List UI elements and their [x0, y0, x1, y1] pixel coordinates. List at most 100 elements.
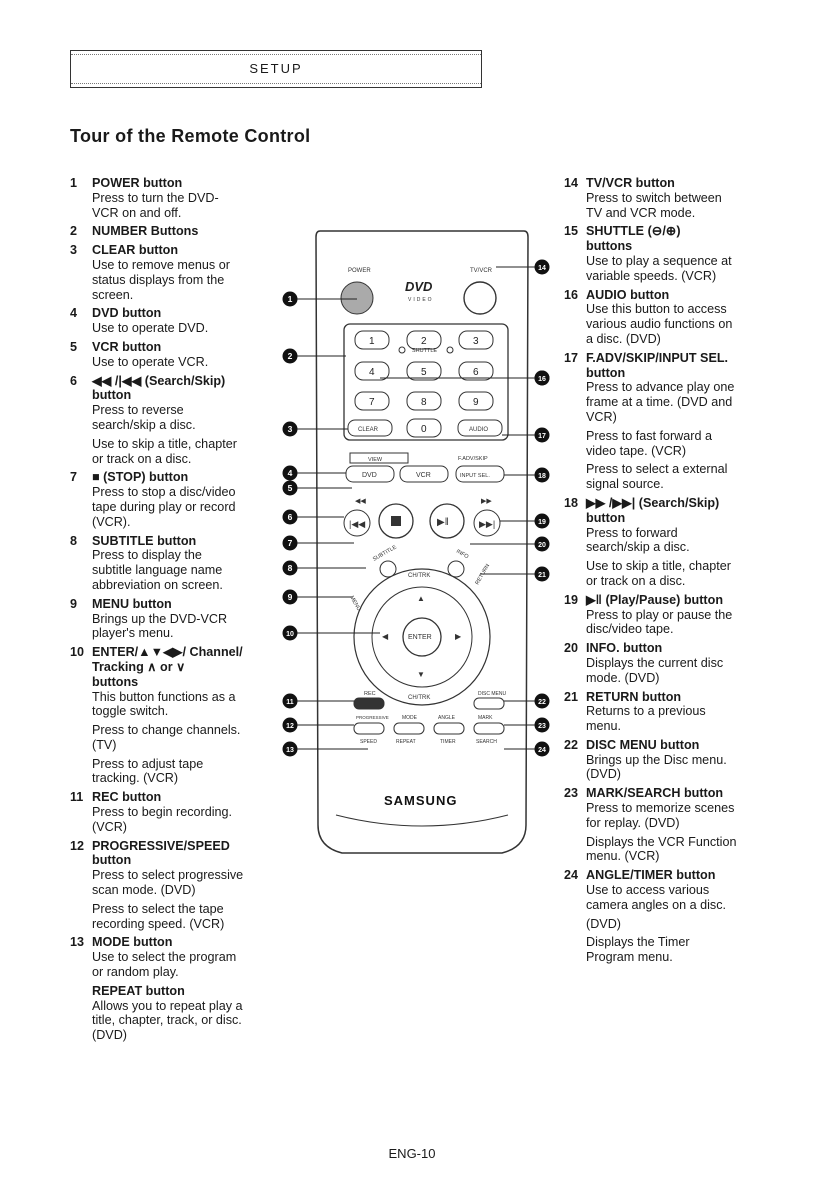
feature-description: disc/video tape. — [586, 622, 674, 637]
feature-description: Use to operate VCR. — [92, 354, 209, 369]
feature-description: Use to select the program — [92, 950, 237, 965]
feature-description: TV and VCR mode. — [586, 205, 696, 220]
feature-heading: PROGRESSIVE/SPEED — [92, 838, 230, 853]
shuttle-plus-icon — [446, 346, 454, 354]
feature-description: player's menu. — [92, 626, 174, 641]
feature-heading: AUDIO button — [586, 287, 670, 302]
rew-label-icon: ◀◀ — [355, 498, 366, 505]
feature-description: Allows you to repeat play a — [92, 998, 243, 1013]
number-key-0 — [406, 418, 442, 438]
number-key-2 — [406, 330, 442, 350]
stop-icon — [391, 516, 401, 526]
callout-badge — [534, 566, 550, 582]
feature-description: Press to select a external — [586, 462, 728, 477]
feature-description: screen. — [92, 287, 134, 302]
feature-description: a disc. (DVD) — [586, 331, 661, 346]
number-key-label: 3 — [473, 336, 479, 347]
feature-description: Brings up the Disc menu. — [586, 752, 727, 767]
callout-badge-label: 3 — [288, 424, 293, 434]
callout-badge-label: 13 — [286, 747, 294, 754]
feature-number: 18 — [564, 495, 579, 510]
callout-badge — [282, 348, 298, 364]
tvvcr-button — [463, 281, 497, 315]
dvd-mode-label: DVD — [362, 472, 377, 479]
feature-heading: TV/VCR button — [586, 176, 675, 190]
feature-description: Displays the Timer — [586, 935, 690, 950]
feature-description: menu. (VCR) — [586, 849, 660, 864]
callout-badge — [534, 717, 550, 733]
arrow-right-icon: ▶ — [455, 632, 462, 641]
callout-badge-label: 9 — [288, 592, 293, 602]
feature-description: menu. — [586, 719, 622, 734]
ch-bottom-label: CH/TRK — [408, 695, 430, 701]
feature-description: abbreviation on screen. — [92, 577, 223, 592]
feature-description: Returns to a previous — [586, 704, 706, 719]
feature-description: Press to select the tape — [92, 901, 224, 916]
callout-badge-label: 22 — [538, 699, 546, 706]
feature-description: This button functions as a — [92, 689, 236, 704]
feature-description: status displays from the — [92, 272, 225, 287]
page-title: Tour of the Remote Control — [70, 126, 311, 146]
remote-body — [315, 230, 529, 854]
feature-description: Press to reverse — [92, 403, 184, 418]
feature-description: Press to adjust tape — [92, 756, 204, 771]
feature-number: 7 — [70, 470, 78, 485]
feature-description: Press to display the — [92, 548, 202, 563]
section-title: SETUP — [249, 61, 303, 76]
feature-description: signal source. — [586, 477, 664, 492]
feature-heading: CLEAR button — [92, 243, 179, 258]
feature-description: scan mode. (DVD) — [92, 883, 196, 898]
shuttle-minus-icon — [398, 346, 406, 354]
rec-label: REC — [364, 691, 376, 697]
feature-number: 24 — [564, 868, 579, 883]
info-button — [447, 560, 465, 578]
skip-back-icon: |◀◀ — [349, 519, 365, 529]
callout-badge — [282, 480, 298, 496]
power-button — [340, 281, 374, 315]
feature-heading: SHUTTLE (⊖/⊕) — [586, 224, 681, 239]
callout-badge — [282, 509, 298, 525]
enter-label: ENTER — [408, 634, 432, 641]
callout-badge-label: 11 — [286, 699, 294, 706]
number-key-label: 7 — [369, 397, 375, 408]
feature-heading: button — [92, 388, 132, 403]
view-label: VIEW — [368, 457, 383, 463]
vcr-mode-label: VCR — [416, 472, 431, 479]
feature-number: 23 — [564, 786, 579, 801]
feature-number: 11 — [70, 790, 84, 805]
mode-label: MODE — [402, 715, 418, 721]
feature-description: search/skip a disc. — [586, 540, 690, 555]
feature-number: 9 — [70, 596, 78, 611]
callout-badge-label: 10 — [286, 631, 294, 638]
menu-label: MENU — [348, 595, 361, 612]
feature-description: (DVD) — [586, 767, 621, 782]
feature-description: VCR) — [586, 409, 617, 424]
feature-heading: F.ADV/SKIP/INPUT SEL. — [586, 350, 729, 365]
feature-description: title, chapter, track, or disc. — [92, 1013, 242, 1028]
feature-heading: INFO. button — [586, 641, 663, 656]
feature-heading: button — [586, 510, 626, 525]
vcr-mode-button — [399, 465, 449, 483]
feature-heading: DVD button — [92, 306, 162, 321]
number-key-label: 5 — [421, 367, 427, 378]
angle-button — [433, 722, 465, 735]
callout-badge-label: 16 — [538, 376, 546, 383]
feature-description: VCR on and off. — [92, 205, 182, 220]
feature-heading: ENTER/▲▼◀▶/ Channel/ — [92, 645, 243, 660]
feature-heading: ◀◀ /|◀◀ (Search/Skip) — [92, 373, 226, 388]
fadv-label: F.ADV/SKIP — [458, 456, 488, 462]
skip-back-button — [343, 509, 371, 537]
callout-badge — [282, 693, 298, 709]
feature-description: variable speeds. (VCR) — [586, 268, 717, 283]
remote-bottom-contour — [335, 814, 509, 827]
input-sel-button — [455, 465, 505, 483]
